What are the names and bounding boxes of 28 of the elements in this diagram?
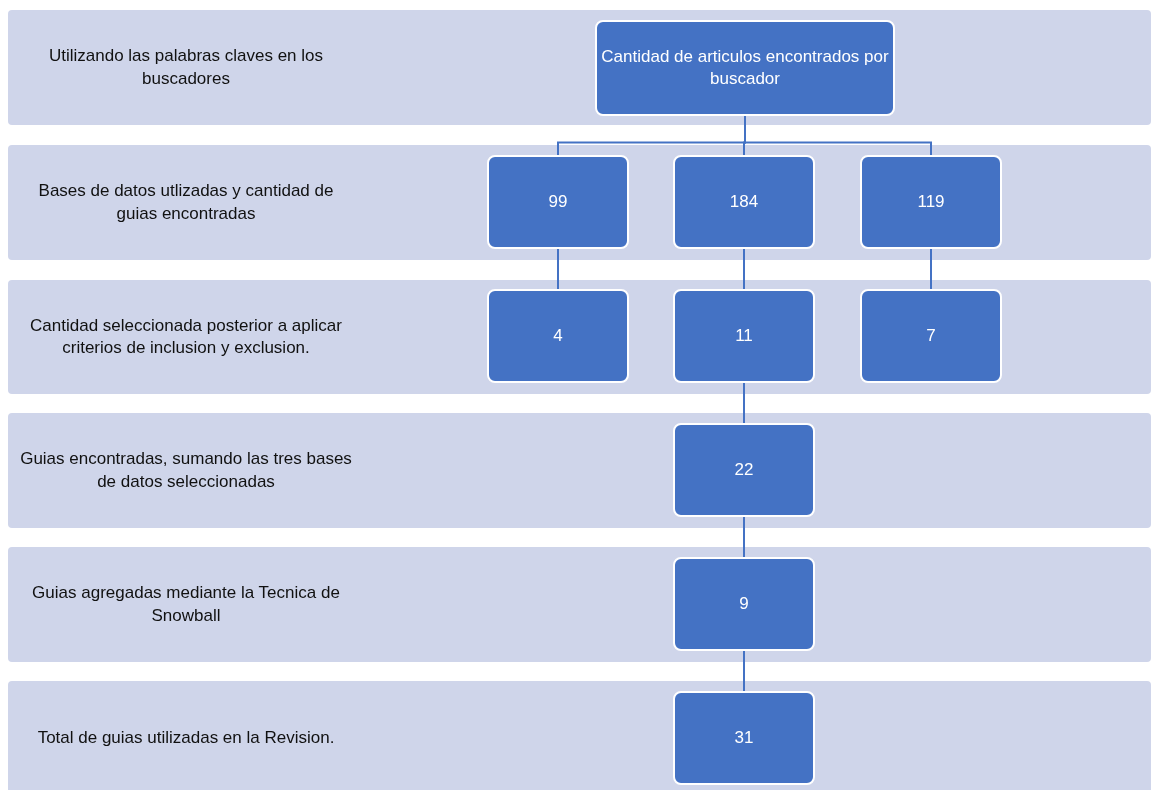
row-label: Guias encontradas, sumando las tres bases de datos seleccionadas: [19, 448, 353, 493]
process-box: 9: [673, 557, 815, 651]
row-label: Total de guias utilizadas en la Revision.: [36, 727, 336, 750]
process-box: 22: [673, 423, 815, 517]
row-band: [8, 10, 1151, 125]
row-label: Bases de datos utlizadas y cantidad de guias encontradas: [37, 180, 335, 225]
connector-line: [743, 382, 745, 424]
connector-line: [743, 516, 745, 558]
connector-line: [743, 650, 745, 692]
process-box: 99: [487, 155, 629, 249]
process-box: 119: [860, 155, 1002, 249]
row-band: [8, 145, 1151, 260]
row-label: Guias agregadas mediante la Tecnica de Snowball: [31, 582, 341, 627]
connector-line: [557, 248, 559, 290]
process-box: 31: [673, 691, 815, 785]
row-label: Cantidad seleccionada posterior a aplicar criterios de inclusion y exclusion.: [29, 314, 343, 359]
row-band: [8, 280, 1151, 394]
connector-line: [930, 248, 932, 290]
process-box: 7: [860, 289, 1002, 383]
row-band: [8, 681, 1151, 790]
process-box: 184: [673, 155, 815, 249]
process-box: 11: [673, 289, 815, 383]
process-box: Cantidad de articulos encontrados por buscador: [595, 20, 895, 116]
row-band: [8, 547, 1151, 662]
row-band: [8, 413, 1151, 528]
row-label: Utilizando las palabras claves en los buscadores: [47, 45, 324, 90]
connector-line: [743, 248, 745, 290]
process-box: 4: [487, 289, 629, 383]
